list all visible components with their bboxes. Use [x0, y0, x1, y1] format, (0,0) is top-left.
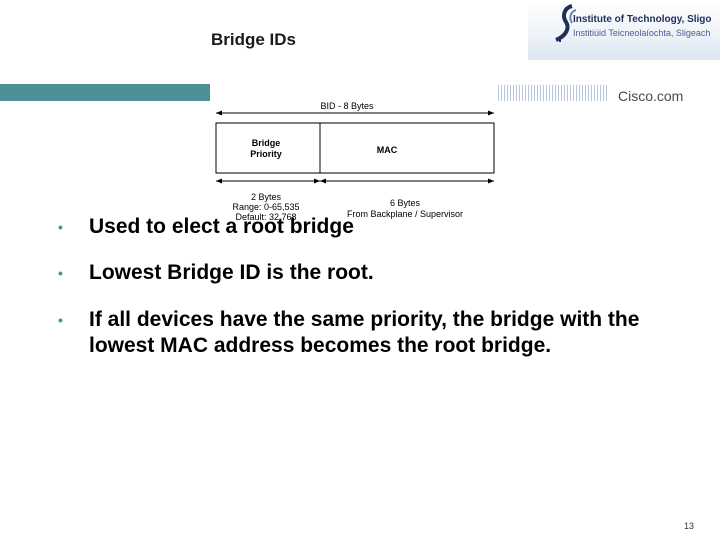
- bullet-text: Used to elect a root bridge: [89, 215, 354, 238]
- bullet-text: If all devices have the same priority, t…: [89, 308, 640, 357]
- bid-label: BID - 8 Bytes: [320, 101, 374, 111]
- header-accent-bar: [0, 84, 210, 101]
- bullet-item: • Used to elect a root bridge: [58, 214, 698, 240]
- priority-default: Default: 32,768: [235, 212, 296, 222]
- mac-span-right-arrow: [488, 178, 494, 184]
- bridge-priority-field: [215, 122, 321, 174]
- logo-line-2: Institiúid Teicneolaíochta, Sligeach: [573, 28, 711, 38]
- bullet-item: • If all devices have the same priority, …: [58, 307, 698, 359]
- mac-size: 6 Bytes: [390, 198, 421, 208]
- priority-span-right-arrow: [314, 178, 320, 184]
- bullet-text: Lowest Bridge ID is the root.: [89, 261, 374, 284]
- bridge-priority-label-2: Priority: [250, 149, 282, 159]
- mac-span-left-arrow: [320, 178, 326, 184]
- bullet-marker: •: [58, 312, 63, 328]
- cisco-brand: Cisco.com: [618, 88, 684, 104]
- logo-dot: [559, 40, 561, 42]
- slide-title: Bridge IDs: [211, 30, 297, 49]
- priority-span-left-arrow: [216, 178, 222, 184]
- page-number: 13: [684, 521, 695, 531]
- bid-span-left-arrow: [216, 110, 222, 116]
- bridge-id-diagram: BID - 8 Bytes Bridge Priority MAC 2 Byte…: [215, 100, 495, 222]
- bullet-list: • Used to elect a root bridge • Lowest Bri…: [58, 214, 698, 380]
- mac-field: [319, 122, 495, 174]
- header-stripe-pattern: [498, 85, 608, 101]
- priority-range: Range: 0-65,535: [232, 202, 299, 212]
- bridge-priority-label-1: Bridge: [252, 138, 281, 148]
- bid-span-right-arrow: [488, 110, 494, 116]
- bullet-item: • Lowest Bridge ID is the root.: [58, 260, 698, 286]
- mac-source: From Backplane / Supervisor: [347, 209, 463, 219]
- mac-label: MAC: [377, 145, 398, 155]
- bullet-marker: •: [58, 219, 63, 235]
- institute-logo: Institute of Technology, Sligo Institiúi…: [528, 0, 720, 60]
- logo-line-1: Institute of Technology, Sligo: [573, 14, 712, 25]
- bid-label-backing: [313, 100, 381, 112]
- bullet-marker: •: [58, 265, 63, 281]
- institute-swirl-icon: [555, 4, 577, 42]
- priority-size: 2 Bytes: [251, 192, 282, 202]
